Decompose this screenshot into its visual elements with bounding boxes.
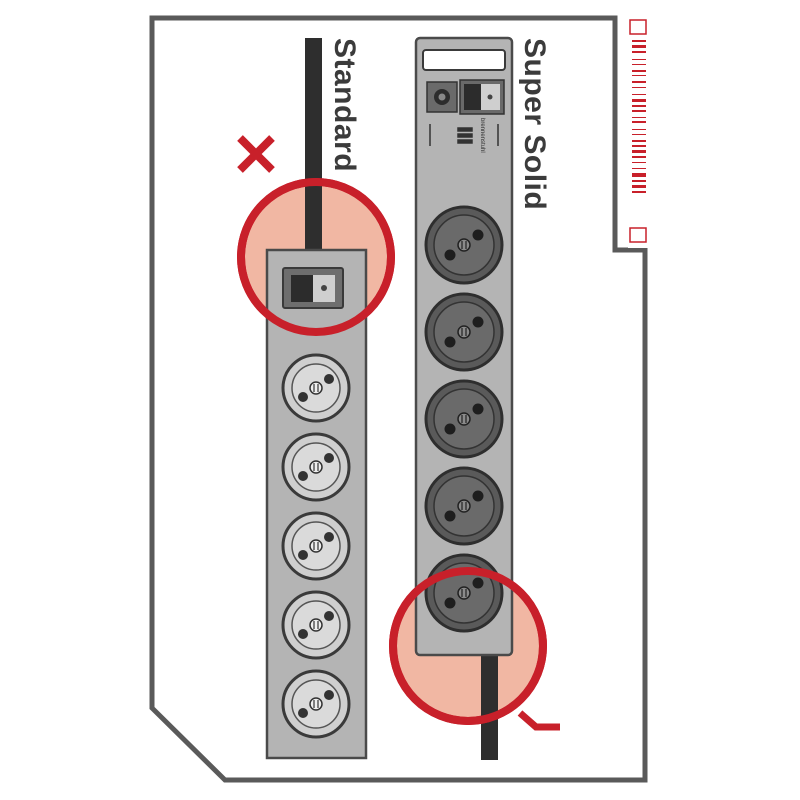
standard-socket (280, 431, 352, 503)
standard-label: Standard (328, 38, 361, 173)
super-solid-socket (424, 205, 504, 285)
super-solid-fuse (426, 81, 458, 113)
barcode (628, 18, 650, 248)
cross-icon (237, 135, 275, 173)
super-solid-switch (459, 79, 505, 115)
super-solid-socket (424, 553, 504, 633)
brand-logo-icon (429, 124, 499, 146)
super-solid-socket (424, 379, 504, 459)
standard-socket (280, 352, 352, 424)
brand-label: brennenstuhl (479, 118, 485, 153)
check-icon (517, 710, 560, 731)
super-solid-label: Super Solid (518, 38, 551, 211)
super-solid-socket (424, 466, 504, 546)
standard-sockets (280, 352, 352, 740)
standard-switch (282, 267, 344, 309)
standard-socket (280, 510, 352, 582)
super-solid-socket (424, 292, 504, 372)
standard-socket (280, 589, 352, 661)
standard-socket (280, 668, 352, 740)
